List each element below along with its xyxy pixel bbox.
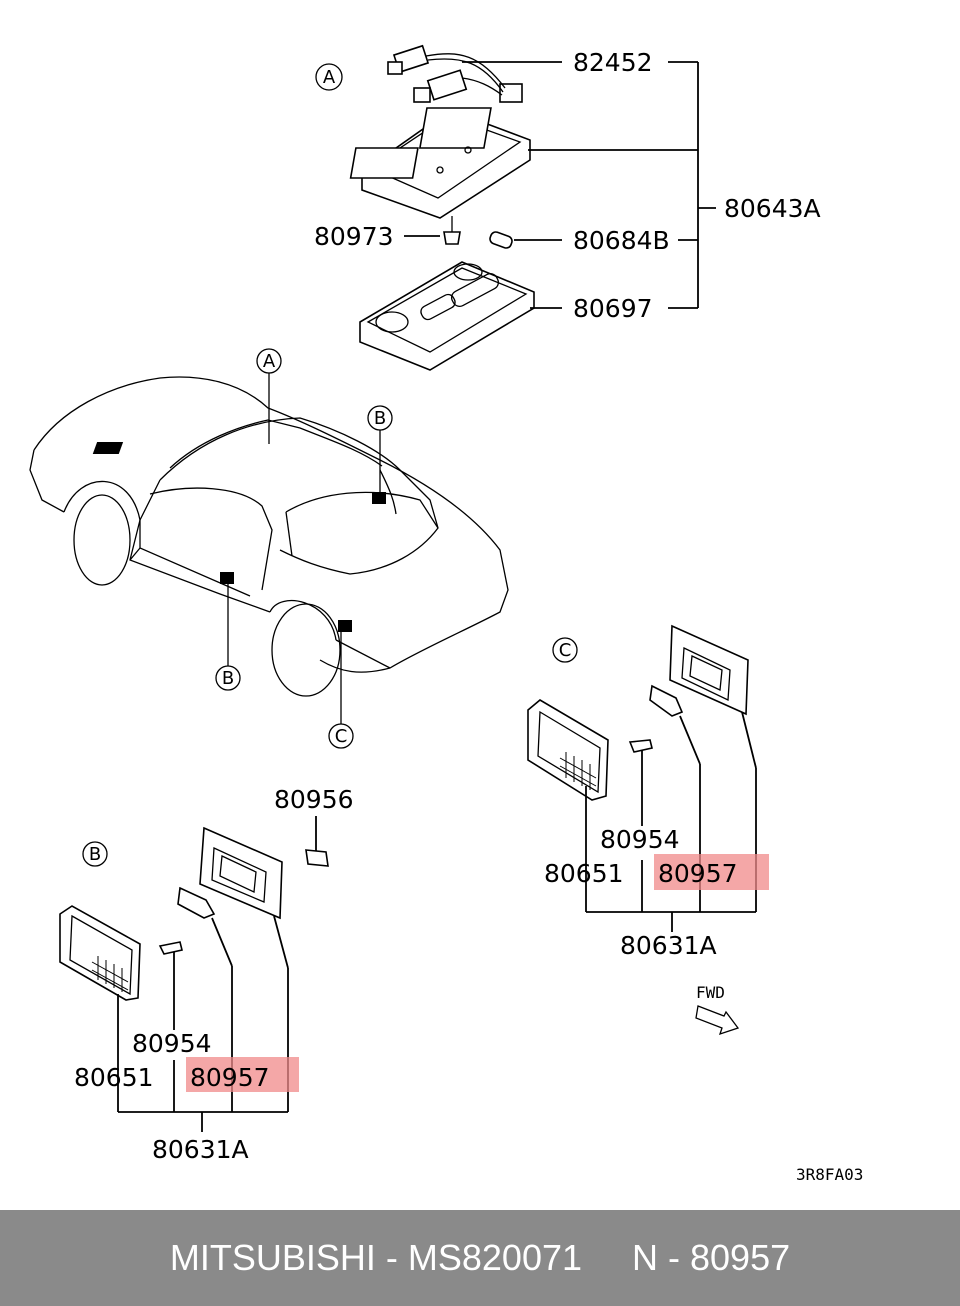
part-c-80954-label: 80954	[600, 825, 680, 854]
footer-part-text: MITSUBISHI - MS820071 N - 80957	[169, 1237, 791, 1278]
part-80684b-label: 80684B	[573, 226, 670, 255]
marker-b-top	[372, 492, 386, 504]
part-c-80631a-label: 80631A	[620, 931, 717, 960]
car-callout-c-label: C	[335, 726, 348, 747]
highlight-c-80957	[654, 854, 769, 890]
car-callout-b-side-circle	[215, 665, 241, 691]
courtesy-lamp-b-assembly: B 80954 80651 80957 80631A	[59, 826, 299, 1164]
diagram-code: 3R8FA03	[796, 1165, 863, 1184]
screw-b	[158, 941, 183, 955]
lamp-housing-part	[349, 107, 531, 219]
part-c-80651-label: 80651	[544, 859, 624, 888]
bulb-80684b-part	[489, 231, 513, 249]
callout-a-label: A	[323, 67, 336, 88]
part-80643a-label: 80643A	[724, 194, 821, 223]
car-callout-b-top-label: B	[374, 408, 386, 429]
marker-a	[92, 442, 124, 454]
clip-80956: 80956	[274, 785, 354, 867]
callout-c-circle	[552, 637, 578, 663]
lens-c	[527, 699, 609, 801]
part-c-80957-label: 80957	[658, 859, 738, 888]
car-callout-b-top-circle	[367, 405, 393, 431]
car-callout-a-circle	[256, 348, 282, 374]
fwd-arrow: FWD	[695, 983, 740, 1036]
part-80697-label: 80697	[573, 294, 653, 323]
parts-diagram: A	[29, 44, 863, 1184]
lamp-lens-part	[359, 261, 535, 371]
part-b-80651-label: 80651	[74, 1063, 154, 1092]
part-b-80957-label: 80957	[190, 1063, 270, 1092]
callout-b-label: B	[89, 844, 101, 865]
car-body-illustration: A B B C	[29, 348, 509, 749]
courtesy-lamp-c-assembly: C 80954 80651 80957 80631A	[527, 624, 769, 960]
footer-bar: MITSUBISHI - MS820071 N - 80957	[0, 1210, 960, 1306]
screw-c	[628, 739, 653, 753]
callout-b-circle	[82, 841, 108, 867]
lens-b	[59, 905, 141, 1001]
fwd-label: FWD	[696, 983, 725, 1002]
car-callout-a-label: A	[263, 351, 276, 372]
part-82452-label: 82452	[573, 48, 653, 77]
bulb-c	[649, 684, 684, 717]
bezel-c	[669, 624, 749, 716]
part-b-80631a-label: 80631A	[152, 1135, 249, 1164]
fwd-arrow-icon	[695, 1005, 740, 1036]
screw-80973-part	[443, 216, 461, 245]
callout-c-label: C	[559, 640, 572, 661]
wire-harness-part	[387, 44, 523, 103]
highlight-b-80957	[186, 1057, 299, 1092]
callout-circle-a	[315, 63, 343, 91]
part-b-80954-label: 80954	[132, 1029, 212, 1058]
part-80956-label: 80956	[274, 785, 354, 814]
part-80973-label: 80973	[314, 222, 394, 251]
marker-c	[338, 620, 352, 632]
bulb-b	[177, 886, 216, 919]
car-callout-c-circle	[328, 723, 354, 749]
dome-lamp-assembly: A	[314, 44, 821, 371]
car-callout-b-side-label: B	[222, 668, 234, 689]
marker-b-side	[220, 572, 234, 584]
